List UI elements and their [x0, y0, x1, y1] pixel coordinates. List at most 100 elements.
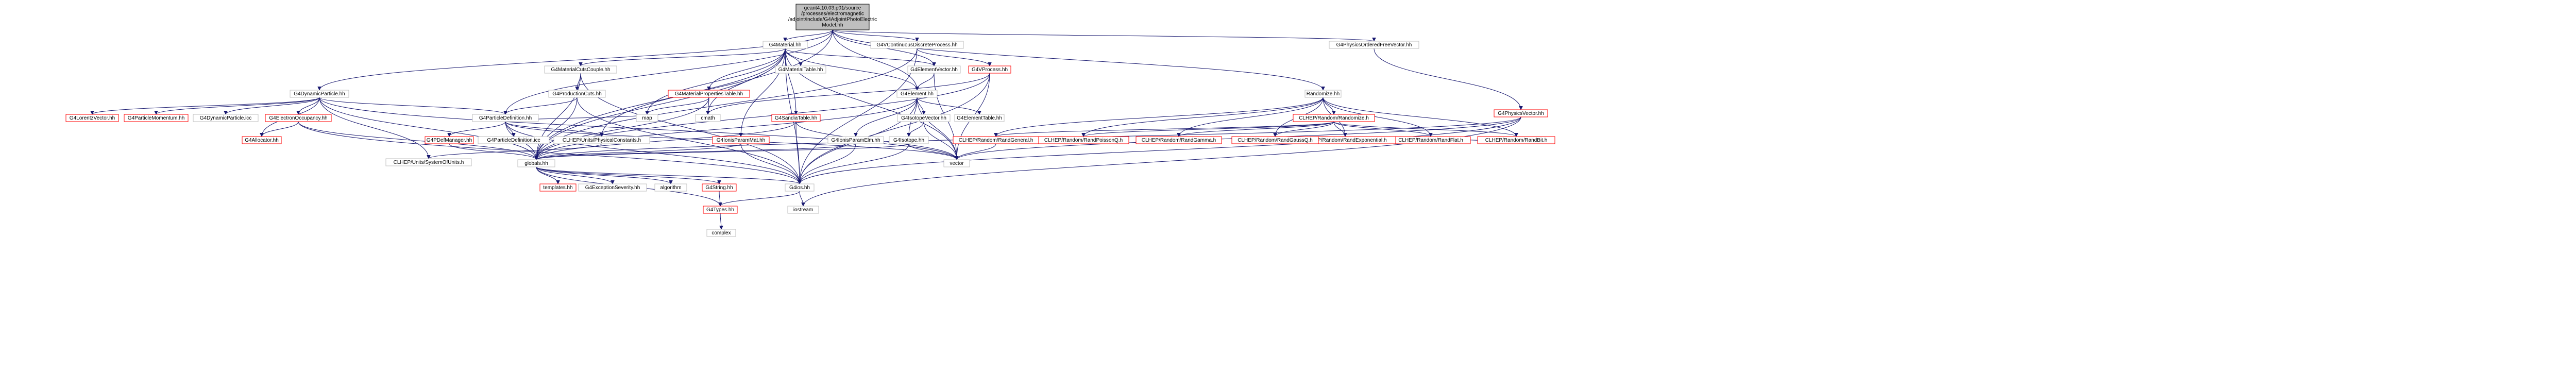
- node-box[interactable]: [787, 206, 819, 214]
- node-map[interactable]: map: [636, 114, 658, 122]
- node-box[interactable]: [771, 114, 821, 122]
- edge-G4MaterialPropertiesTable-to-map: [647, 97, 709, 115]
- node-G4MaterialCutsCouple[interactable]: G4MaterialCutsCouple.hh: [544, 65, 617, 74]
- node-G4Element[interactable]: G4Element.hh: [896, 90, 938, 98]
- node-box[interactable]: [578, 183, 647, 192]
- node-box[interactable]: [1231, 136, 1319, 144]
- node-box[interactable]: [968, 65, 1011, 74]
- node-box[interactable]: [636, 114, 658, 122]
- node-G4ios[interactable]: G4ios.hh: [785, 183, 815, 192]
- node-G4IonisParamMat[interactable]: G4IonisParamMat.hh: [712, 136, 770, 144]
- node-label: CLHEP/Units/PhysicalConstants.h: [563, 138, 641, 143]
- node-box[interactable]: [896, 90, 938, 98]
- node-G4ProductionCuts[interactable]: G4ProductionCuts.hh: [548, 90, 606, 98]
- node-box[interactable]: [762, 41, 808, 49]
- node-complex[interactable]: complex: [706, 229, 736, 237]
- node-box[interactable]: [124, 114, 189, 122]
- node-box[interactable]: [953, 136, 1039, 144]
- node-G4IsotopeVector[interactable]: G4IsotopeVector.hh: [897, 114, 951, 122]
- node-G4MaterialTable[interactable]: G4MaterialTable.hh: [775, 65, 826, 74]
- node-box[interactable]: [553, 136, 650, 144]
- node-G4PhysicsVector[interactable]: G4PhysicsVector.hh: [1494, 109, 1548, 117]
- node-CLHEP_RandGeneral[interactable]: CLHEP/Random/RandGeneral.h: [953, 136, 1039, 144]
- node-CLHEP_RandPoissonQ[interactable]: CLHEP/Random/RandPoissonQ.h: [1038, 136, 1129, 144]
- node-templates[interactable]: templates.hh: [539, 183, 577, 192]
- node-CLHEP_SystemOfUnits[interactable]: CLHEP/Units/SystemOfUnits.h: [385, 158, 472, 166]
- node-G4DynamicParticle_icc[interactable]: G4DynamicParticle.icc: [193, 114, 259, 122]
- node-CLHEP_RandFlat[interactable]: CLHEP/Random/RandFlat.h: [1391, 136, 1471, 144]
- node-iostream[interactable]: iostream: [787, 206, 819, 214]
- node-G4ElementTable[interactable]: G4ElementTable.hh: [954, 114, 1005, 122]
- node-G4PDefManager[interactable]: G4PDefManager.hh: [425, 136, 474, 144]
- node-G4ParticleDefinition_icc[interactable]: G4ParticleDefinition.icc: [478, 136, 550, 144]
- node-box[interactable]: [385, 158, 472, 166]
- node-box[interactable]: [478, 136, 550, 144]
- node-CLHEP_RandGaussQ[interactable]: CLHEP/Random/RandGaussQ.h: [1231, 136, 1319, 144]
- node-box[interactable]: [870, 41, 964, 49]
- node-G4ParticleDefinition[interactable]: G4ParticleDefinition.hh: [472, 114, 539, 122]
- node-box[interactable]: [654, 183, 687, 192]
- node-vector[interactable]: vector: [943, 159, 970, 167]
- node-globals[interactable]: globals.hh: [517, 159, 555, 167]
- node-box[interactable]: [1293, 114, 1375, 122]
- node-G4Types[interactable]: G4Types.hh: [703, 206, 738, 214]
- node-box[interactable]: [695, 114, 721, 122]
- node-box[interactable]: [668, 90, 750, 98]
- node-box[interactable]: [265, 114, 332, 122]
- node-G4MaterialPropertiesTable[interactable]: G4MaterialPropertiesTable.hh: [668, 90, 750, 98]
- node-box[interactable]: [425, 136, 474, 144]
- node-label: globals.hh: [524, 161, 548, 166]
- node-G4ParticleMomentum[interactable]: G4ParticleMomentum.hh: [124, 114, 189, 122]
- node-box[interactable]: [290, 90, 349, 98]
- node-box[interactable]: [775, 65, 826, 74]
- edge-CLHEP_RandomizeH-to-CLHEP_RandGaussQ: [1275, 121, 1334, 137]
- node-box[interactable]: [517, 159, 555, 167]
- node-G4ElectronOccupancy[interactable]: G4ElectronOccupancy.hh: [265, 114, 332, 122]
- node-box[interactable]: [943, 159, 970, 167]
- node-box[interactable]: [706, 229, 736, 237]
- node-Randomize[interactable]: Randomize.hh: [1304, 90, 1342, 98]
- node-box[interactable]: [1136, 136, 1222, 144]
- node-G4LorentzVector[interactable]: G4LorentzVector.hh: [65, 114, 119, 122]
- node-box[interactable]: [1304, 90, 1342, 98]
- node-box[interactable]: [1329, 41, 1419, 49]
- node-box[interactable]: [785, 183, 815, 192]
- node-G4DynamicParticle[interactable]: G4DynamicParticle.hh: [290, 90, 349, 98]
- node-box[interactable]: [897, 114, 951, 122]
- node-box[interactable]: [954, 114, 1005, 122]
- node-CLHEP_RandBit[interactable]: CLHEP/Random/RandBit.h: [1477, 136, 1555, 144]
- node-box[interactable]: [548, 90, 606, 98]
- node-box[interactable]: [1477, 136, 1555, 144]
- node-box[interactable]: [65, 114, 119, 122]
- node-box[interactable]: [472, 114, 539, 122]
- node-CLHEP_RandGamma[interactable]: CLHEP/Random/RandGamma.h: [1136, 136, 1222, 144]
- node-G4Isotope[interactable]: G4Isotope.hh: [889, 136, 929, 144]
- node-box[interactable]: [712, 136, 770, 144]
- node-box[interactable]: [544, 65, 617, 74]
- node-cmath[interactable]: cmath: [695, 114, 721, 122]
- node-G4Allocator[interactable]: G4Allocator.hh: [242, 136, 282, 144]
- edge-G4IsotopeVector-to-vector: [923, 121, 957, 160]
- node-label: G4MaterialCutsCouple.hh: [551, 67, 610, 73]
- node-G4ElementVector[interactable]: G4ElementVector.hh: [907, 65, 961, 74]
- node-CLHEP_PhysicalConstants[interactable]: CLHEP/Units/PhysicalConstants.h: [553, 136, 650, 144]
- node-G4IonisParamElm[interactable]: G4IonisParamElm.hh: [827, 136, 884, 144]
- node-algorithm[interactable]: algorithm: [654, 183, 687, 192]
- node-G4VContinuousDiscreteProcess[interactable]: G4VContinuousDiscreteProcess.hh: [870, 41, 964, 49]
- node-G4String[interactable]: G4String.hh: [702, 183, 737, 192]
- node-CLHEP_RandomizeH[interactable]: CLHEP/Random/Randomize.h: [1293, 114, 1375, 122]
- node-G4VProcess[interactable]: G4VProcess.hh: [968, 65, 1011, 74]
- node-G4ExceptionSeverity[interactable]: G4ExceptionSeverity.hh: [578, 183, 647, 192]
- node-box[interactable]: [703, 206, 738, 214]
- node-G4Material[interactable]: G4Material.hh: [762, 41, 808, 49]
- node-box[interactable]: [242, 136, 282, 144]
- node-G4SandiaTable[interactable]: G4SandiaTable.hh: [771, 114, 821, 122]
- node-box[interactable]: [1494, 109, 1548, 117]
- node-G4PhysicsOrderedFreeVector[interactable]: G4PhysicsOrderedFreeVector.hh: [1329, 41, 1419, 49]
- node-box[interactable]: [889, 136, 929, 144]
- node-box[interactable]: [907, 65, 961, 74]
- node-box[interactable]: [702, 183, 737, 192]
- node-box[interactable]: [827, 136, 884, 144]
- node-box[interactable]: [539, 183, 577, 192]
- node-box[interactable]: [193, 114, 259, 122]
